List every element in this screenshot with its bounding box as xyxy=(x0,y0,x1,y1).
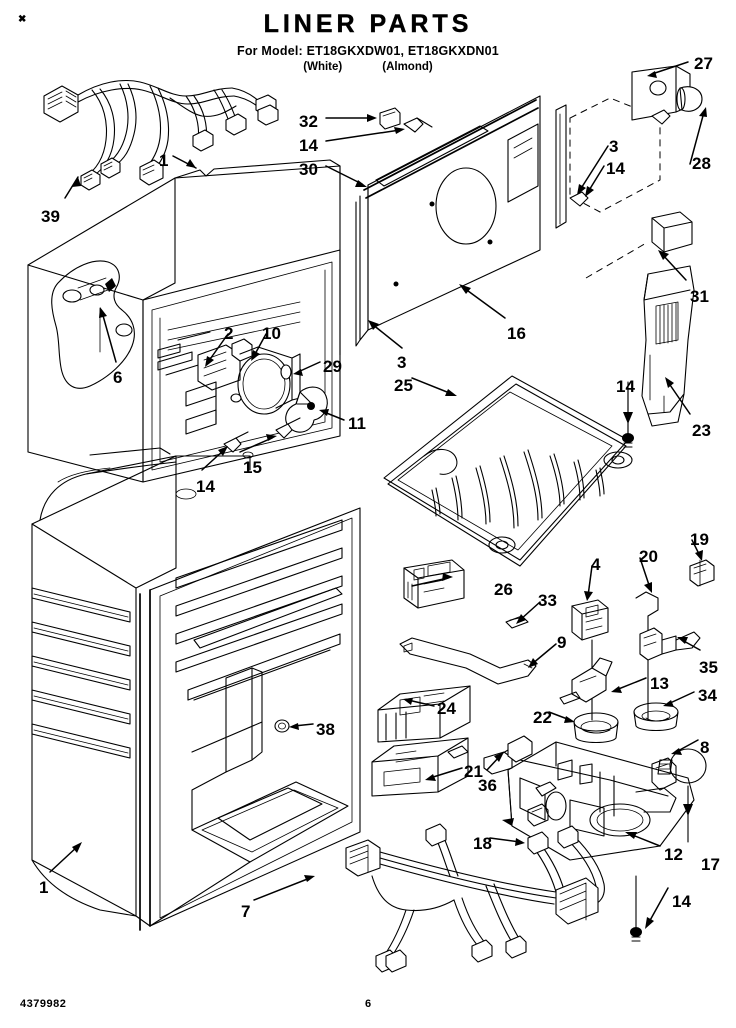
callout-14-screw: 14 xyxy=(299,136,318,155)
part-25-drip-pan-cover xyxy=(384,376,633,566)
callout-35-retainer: 35 xyxy=(699,658,718,677)
callout-14-screw: 14 xyxy=(196,477,215,496)
callout-26-terminal-block: 26 xyxy=(494,580,513,599)
part-1-freezer-liner-box xyxy=(28,160,340,499)
callout-1-liner-cabinet: 1 xyxy=(39,878,49,897)
registration-mark: ✖ xyxy=(18,14,27,25)
part-39-wire-harness-upper xyxy=(44,81,278,198)
callout-2-control-bracket: 2 xyxy=(224,324,234,343)
model-prefix-label: For Model: xyxy=(237,44,303,58)
callout-11-fan-blade: 11 xyxy=(348,414,366,433)
callout-33-clip-small: 33 xyxy=(538,591,557,610)
page-title: LINER PARTS xyxy=(263,10,473,38)
diagram-header: LINER PARTS For Model: ET18GKXDW01, ET18… xyxy=(0,10,736,73)
callout-17-housing-bracket: 17 xyxy=(701,855,720,874)
model-numbers: ET18GKXDW01, ET18GKXDN01 xyxy=(306,44,499,58)
part-cluster-defrost xyxy=(560,560,714,743)
callout-39-wire-harness-upper: 39 xyxy=(41,207,60,226)
callout-36-bushing: 36 xyxy=(478,776,497,795)
part-31-23-duct-assembly xyxy=(586,212,694,447)
part-24-21-mullion-covers xyxy=(372,686,548,826)
finish-almond-label: (Almond) xyxy=(382,61,433,73)
callout-22-seal-cup: 22 xyxy=(533,708,552,727)
page-number: 6 xyxy=(364,998,372,1010)
callout-31-light-socket-cover: 31 xyxy=(690,287,709,306)
finish-white-label: (White) xyxy=(303,61,343,73)
part-12-fan-housing xyxy=(498,736,706,941)
callout-14-screw: 14 xyxy=(672,892,691,911)
callout-23-air-duct: 23 xyxy=(692,421,711,440)
callout-27-hinge-bracket: 27 xyxy=(694,54,713,73)
callout-15-clip: 15 xyxy=(243,458,262,477)
callout-6-insulation-pad: 6 xyxy=(113,368,123,387)
callout-9-support-bar: 9 xyxy=(557,633,567,652)
callout-16-freezer-liner: 16 xyxy=(507,324,526,343)
callout-20-defrost-arm: 20 xyxy=(639,547,658,566)
callout-25-drip-pan-cover: 25 xyxy=(394,376,413,395)
callout-3-liner-rail: 3 xyxy=(397,353,407,372)
callout-13-drain-tube: 13 xyxy=(650,674,669,693)
callout-28-plug-button: 28 xyxy=(692,154,711,173)
callout-30-trim-strip: 30 xyxy=(299,160,318,179)
callout-14-screw: 14 xyxy=(616,377,635,396)
callout-7-wire-harness-lower: 7 xyxy=(241,902,251,921)
callout-12-fan-housing: 12 xyxy=(664,845,683,864)
callout-4-thermostat-housing: 4 xyxy=(591,555,601,574)
part-7-wire-harness-lower xyxy=(346,824,604,972)
callout-19-cap-clip: 19 xyxy=(690,530,709,549)
callout-29-grommet: 29 xyxy=(323,357,342,376)
callout-8-light-bulb: 8 xyxy=(700,738,710,757)
model-line: For Model: ET18GKXDW01, ET18GKXDN01 xyxy=(0,44,736,58)
callout-10-fan-motor: 10 xyxy=(262,324,281,343)
part-9-support-bar xyxy=(400,616,536,684)
part-26-terminal-block xyxy=(404,560,464,608)
callout-38-plug-hole: 38 xyxy=(316,720,335,739)
callout-3-divider-panel-rail: 3 xyxy=(609,137,619,156)
callout-14-screw: 14 xyxy=(606,159,625,178)
document-part-number: 4379982 xyxy=(20,998,67,1010)
callout-21-mullion-trim: 21 xyxy=(464,762,483,781)
callout-leaders xyxy=(50,62,707,929)
callout-34-drain-cup: 34 xyxy=(698,686,717,705)
part-1-fresh-food-liner-box xyxy=(32,448,360,930)
callout-1-liner-cabinet-top: 1 xyxy=(159,151,169,170)
finish-line: (White) (Almond) xyxy=(0,61,736,73)
part-16-liner-back-panel xyxy=(356,66,702,346)
callout-32-cap-plug: 32 xyxy=(299,112,318,131)
diagram-footer: 4379982 6 xyxy=(0,998,736,1014)
callout-18-pin: 18 xyxy=(473,834,492,853)
callout-24-mullion-cover: 24 xyxy=(437,699,456,718)
